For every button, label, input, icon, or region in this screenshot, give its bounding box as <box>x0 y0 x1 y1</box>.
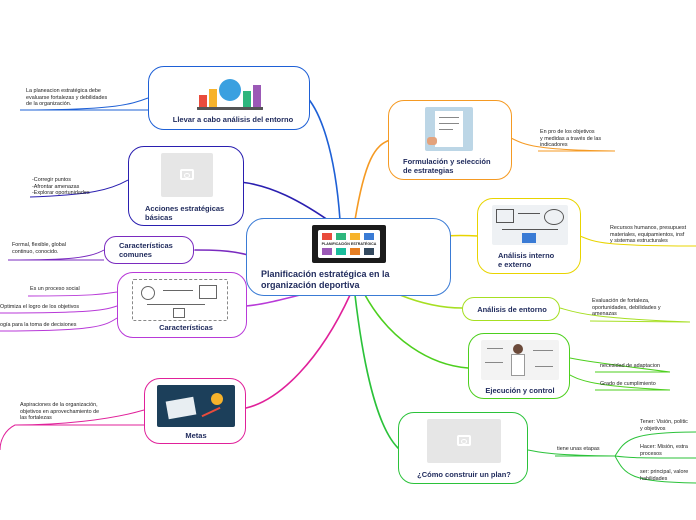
node-ejecucion-title: Ejecución y control <box>485 386 555 395</box>
branch-formulacion <box>354 139 391 221</box>
link-ejec-1 <box>569 357 671 373</box>
node-entorno2-title: Análisis de entorno <box>477 305 547 314</box>
node-metas-title: Metas <box>185 431 207 440</box>
node-interno-title: Análisis interno e externo <box>498 251 555 269</box>
acciones-image-placeholder <box>161 153 213 197</box>
caracteristicas-sketch <box>132 279 228 321</box>
note-planeacion: La planeacion estratégica debe evaluarse… <box>26 88 108 108</box>
branch-ejecucion <box>364 294 469 369</box>
note-etapas: tiene unas etapas <box>557 446 600 452</box>
note-etapa-1: Tener: Visión, politic y objetivos <box>640 419 688 432</box>
entorno-illustration <box>197 73 263 111</box>
note-etapa-3: ser: principal, valore habilidades <box>640 469 689 482</box>
node-formulacion[interactable]: Formulación y selección de estrategias <box>388 100 512 180</box>
note-formulacion: En pro de los objetivos y medidas a trav… <box>540 129 602 149</box>
node-analisis-de-entorno[interactable]: Análisis de entorno <box>462 297 560 321</box>
node-analisis-entorno[interactable]: Llevar a cabo análisis del entorno <box>148 66 310 130</box>
camera-icon <box>457 435 471 446</box>
link-entorno2-note <box>559 307 691 323</box>
interno-illustration <box>492 205 568 245</box>
node-construir-title: ¿Cómo construir un plan? <box>417 470 511 479</box>
branch-acciones <box>239 181 336 226</box>
node-analisis-entorno-title: Llevar a cabo análisis del entorno <box>172 115 294 124</box>
branch-construir <box>354 294 399 449</box>
central-topic-image: PLANIFICACIÓN ESTRATÉGICA <box>312 225 386 263</box>
link-etapa-2 <box>614 455 696 459</box>
metas-illustration <box>157 385 235 427</box>
node-analisis-interno[interactable]: Análisis interno e externo <box>477 198 581 274</box>
note-ejec-1: necesidad de adaptacion <box>600 363 660 369</box>
camera-icon <box>180 169 194 180</box>
branch-entorno2 <box>399 294 463 309</box>
central-image-caption: PLANIFICACIÓN ESTRATÉGICA <box>321 242 377 246</box>
note-car-2: Optimiza el logro de los objetivos <box>0 304 80 310</box>
node-caracteristicas-comunes[interactable]: Características comunes <box>104 236 194 264</box>
note-comunes: Formal, flexible, global continuo, conoc… <box>12 242 66 255</box>
construir-image-placeholder <box>427 419 501 463</box>
note-entorno2: Evaluación de fortaleza, oportunidades, … <box>592 298 661 318</box>
note-metas: Aspiraciones de la organización, objetiv… <box>20 402 100 422</box>
note-car-1: Es un proceso social <box>30 286 80 292</box>
note-car-3: ogía para la toma de decisiones <box>0 322 77 328</box>
node-ejecucion[interactable]: Ejecución y control <box>468 333 570 399</box>
link-interno-note <box>579 235 696 247</box>
branch-comunes <box>194 249 249 256</box>
note-ejec-2: Grado de cumplimiento <box>600 381 656 387</box>
link-car-1 <box>27 291 118 297</box>
formulacion-illustration <box>425 107 473 151</box>
node-metas[interactable]: Metas <box>144 378 246 444</box>
central-topic-node[interactable]: PLANIFICACIÓN ESTRATÉGICA Planificación … <box>246 218 451 296</box>
link-etapa-3 <box>614 455 696 484</box>
central-topic-title: Planificación estratégica en la organiza… <box>261 269 390 290</box>
branch-entorno <box>304 94 341 221</box>
link-ejec-2 <box>569 374 671 391</box>
underline-entorno2-note <box>589 320 691 323</box>
node-comunes-title: Características comunes <box>119 241 173 259</box>
node-construir-plan[interactable]: ¿Cómo construir un plan? <box>398 412 528 484</box>
branch-caracteristicas <box>245 294 301 307</box>
node-formulacion-title: Formulación y selección de estrategias <box>403 157 491 175</box>
node-caracteristicas-title: Características <box>159 323 213 332</box>
link-acciones-note <box>29 179 129 198</box>
link-car-2 <box>0 305 118 314</box>
branch-metas <box>245 294 351 409</box>
note-etapa-2: Hacer: Misión, estra procesos <box>640 444 688 457</box>
note-acciones: -Corregir puntos -Afrontar amenazas -Exp… <box>32 177 90 197</box>
node-caracteristicas[interactable]: Características <box>117 272 247 338</box>
ejecucion-illustration <box>481 340 559 380</box>
node-acciones-title: Acciones estratégicas básicas <box>145 204 225 222</box>
link-etapa-1 <box>614 431 696 457</box>
note-interno: Recursos humanos, presupuest materiales,… <box>610 225 687 245</box>
link-car-3 <box>0 317 118 332</box>
node-acciones-estrategicas[interactable]: Acciones estratégicas básicas <box>128 146 244 226</box>
